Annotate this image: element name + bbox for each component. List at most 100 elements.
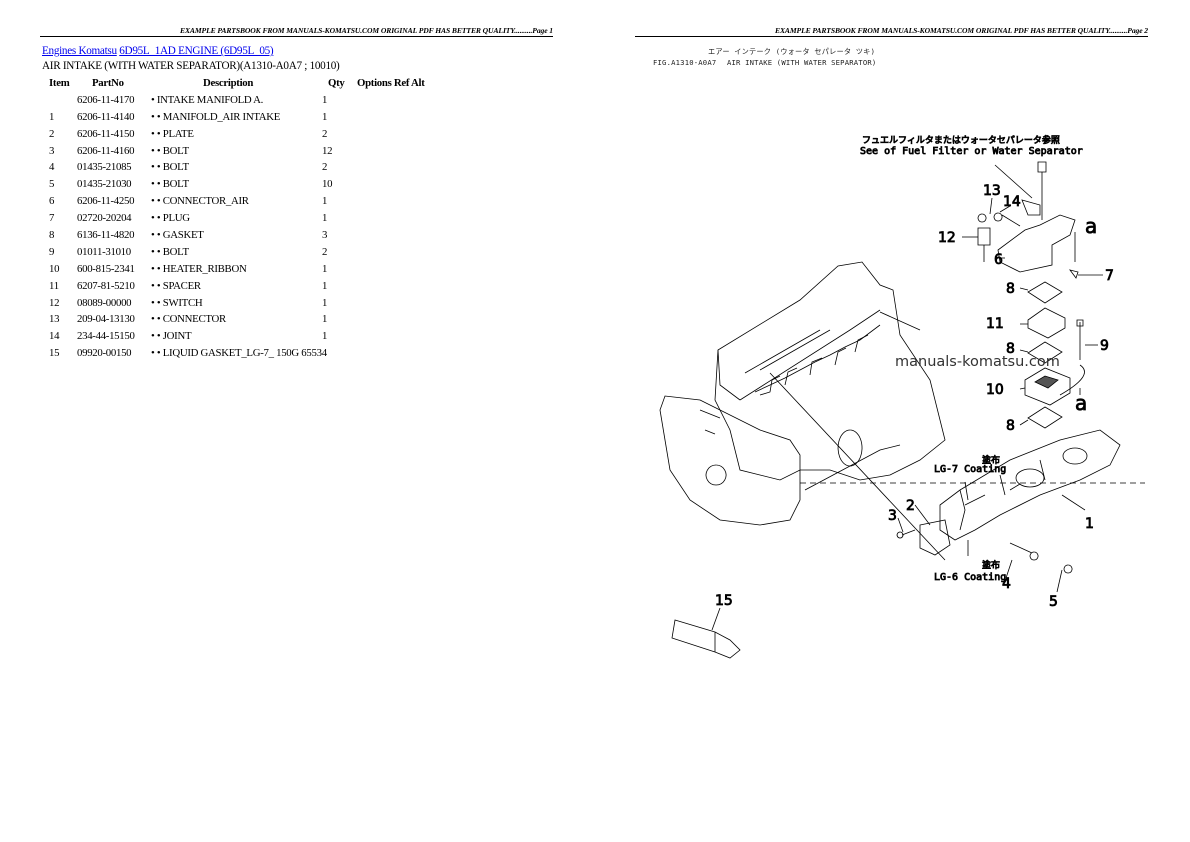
callout-a-top: a: [1085, 214, 1097, 238]
header-options: Options Ref Alt: [357, 77, 425, 89]
callout-8c: 8: [1006, 418, 1015, 434]
bolt-9-drawing: [1059, 319, 1085, 396]
header-divider: [40, 36, 553, 37]
partno-cell: 08089-00000: [77, 296, 132, 309]
partno-cell: 6206-11-4150: [77, 127, 135, 140]
callout-7: 7: [1105, 268, 1114, 284]
header-ref: Ref: [393, 77, 410, 89]
lg6-coating-label: LG-6 Coating: [934, 572, 1006, 583]
lg7-coating-label: LG-7 Coating: [934, 464, 1006, 475]
qty-cell: 2: [322, 161, 328, 174]
description-cell: • • BOLT: [151, 161, 189, 174]
leader-lines: [711, 164, 1103, 631]
description-cell: • • LIQUID GASKET_LG-7_ 150G 65534: [151, 347, 327, 360]
figure-caption-id: FIG.A1310-A0A7: [653, 58, 717, 67]
callout-13: 13: [983, 183, 1001, 199]
qty-cell: 12: [322, 144, 333, 157]
partno-cell: 01435-21030: [77, 178, 132, 191]
item-cell: 7: [49, 212, 55, 225]
breadcrumb-link-engines[interactable]: Engines Komatsu: [42, 45, 117, 57]
page-2: EXAMPLE PARTSBOOK FROM MANUALS-KOMATSU.C…: [595, 0, 1190, 842]
description-cell: • • BOLT: [151, 245, 189, 258]
bolt-5-drawing: [1063, 564, 1073, 574]
qty-cell: 3: [322, 229, 328, 242]
watermark: manuals-komatsu.com: [895, 354, 1060, 370]
qty-cell: 1: [322, 262, 328, 275]
page-1: EXAMPLE PARTSBOOK FROM MANUALS-KOMATSU.C…: [40, 26, 553, 360]
description-cell: • • PLATE: [151, 127, 194, 140]
partno-cell: 6206-11-4160: [77, 144, 135, 157]
description-cell: • • BOLT: [151, 144, 189, 157]
description-cell: • • SWITCH: [151, 296, 203, 309]
item-cell: 13: [49, 313, 60, 326]
callout-12: 12: [938, 230, 956, 246]
qty-cell: 1: [322, 296, 328, 309]
connector-drawing: [977, 213, 987, 223]
bracket-drawing: [1021, 199, 1041, 216]
qty-cell: 1: [322, 212, 328, 225]
partno-cell: 6206-11-4250: [77, 195, 135, 208]
lg6-jp: 塗布: [982, 559, 1000, 571]
header-item: Item: [49, 77, 70, 89]
description-cell: • • GASKET: [151, 229, 204, 242]
item-cell: 12: [49, 296, 60, 309]
section-title: AIR INTAKE (WITH WATER SEPARATOR)(A1310-…: [42, 60, 340, 72]
breadcrumb-link-model[interactable]: 6D95L_1AD ENGINE (6D95L_05): [119, 45, 274, 57]
qty-cell: 2: [322, 127, 328, 140]
switch-drawing: [977, 227, 991, 262]
partno-cell: 6206-11-4140: [77, 110, 135, 123]
partno-cell: 01435-21085: [77, 161, 132, 174]
callout-3: 3: [888, 508, 897, 524]
callout-11: 11: [986, 316, 1004, 332]
header-qty: Qty: [328, 77, 345, 89]
qty-cell: 1: [322, 279, 328, 292]
partno-cell: 6207-81-5210: [77, 279, 135, 292]
figure-caption-jp: エアー インテーク (ウォータ セパレータ ツキ): [708, 47, 876, 56]
lg7-jp: 塗布: [982, 454, 1000, 466]
callout-4: 4: [1002, 576, 1011, 592]
item-cell: 2: [49, 127, 55, 140]
item-cell: 10: [49, 262, 60, 275]
partno-cell: 209-04-13130: [77, 313, 135, 326]
figure-caption-en: AIR INTAKE (WITH WATER SEPARATOR): [727, 58, 877, 67]
partno-cell: 600-815-2341: [77, 262, 135, 275]
partno-cell: 6206-11-4170: [77, 93, 135, 106]
item-cell: 8: [49, 229, 55, 242]
partno-cell: 02720-20204: [77, 212, 132, 225]
qty-cell: 2: [322, 245, 328, 258]
callout-10: 10: [986, 382, 1004, 398]
item-cell: 3: [49, 144, 55, 157]
description-cell: • • JOINT: [151, 330, 192, 343]
liquid-gasket-tube-drawing: [671, 619, 741, 659]
breadcrumb: Engines Komatsu 6D95L_1AD ENGINE (6D95L_…: [42, 45, 274, 57]
description-cell: • • CONNECTOR: [151, 313, 226, 326]
partno-cell: 6136-11-4820: [77, 229, 135, 242]
callout-8b: 8: [1006, 341, 1015, 357]
header-description: Description: [203, 77, 254, 89]
header-options-label: Options: [357, 77, 392, 89]
callout-2: 2: [906, 498, 915, 514]
callout-5: 5: [1049, 594, 1058, 610]
header-divider: [635, 36, 1148, 37]
page-banner: EXAMPLE PARTSBOOK FROM MANUALS-KOMATSU.C…: [775, 26, 1148, 35]
description-cell: • • PLUG: [151, 212, 190, 225]
partno-cell: 01011-31010: [77, 245, 131, 258]
bolt-top-drawing: [1037, 161, 1047, 220]
callout-1: 1: [1085, 516, 1094, 532]
callout-6: 6: [994, 252, 1003, 268]
plate-drawing: [919, 519, 951, 556]
item-cell: 4: [49, 161, 55, 174]
page-banner: EXAMPLE PARTSBOOK FROM MANUALS-KOMATSU.C…: [180, 26, 553, 35]
callout-8a: 8: [1006, 281, 1015, 297]
gasket-stack-drawing: [1024, 281, 1071, 429]
header-partno: PartNo: [92, 77, 124, 89]
item-cell: 9: [49, 245, 55, 258]
callout-15: 15: [715, 593, 733, 609]
partno-cell: 234-44-15150: [77, 330, 135, 343]
description-cell: • • HEATER_RIBBON: [151, 262, 247, 275]
diagram-svg: 1 2 3 4 5 6 7 8 8 8 9 10 11 12 13 14 15 …: [659, 134, 1145, 659]
partno-cell: 09920-00150: [77, 347, 132, 360]
item-cell: 15: [49, 347, 60, 360]
bolt-3-drawing: [896, 529, 916, 539]
bolt-4-drawing: [1009, 542, 1039, 561]
